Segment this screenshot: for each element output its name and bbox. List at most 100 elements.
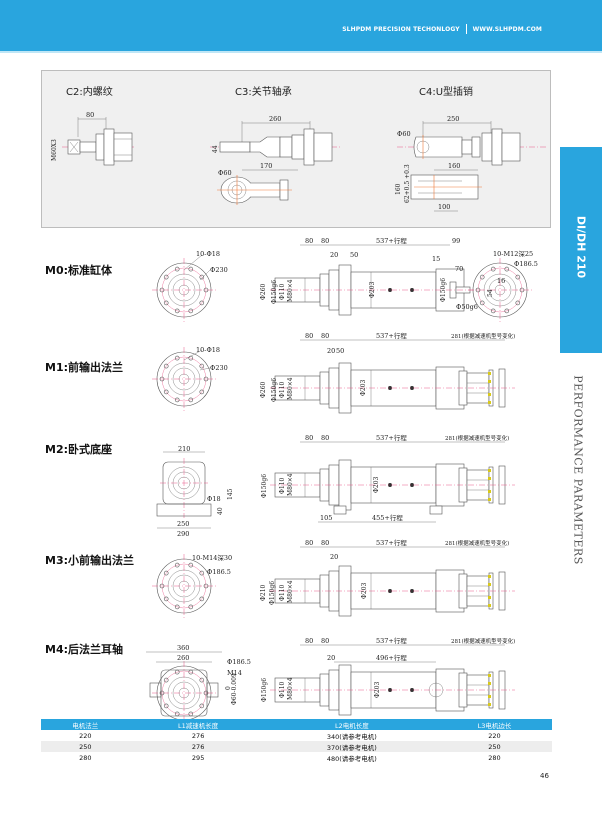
c4-hole-dim: Φ60 <box>397 130 411 138</box>
m0-rear-holes-dim: 10-M12深25 <box>493 249 533 258</box>
page-header: SLHPDM PRECISION TECHONLOGY WWW.SLHPDM.C… <box>0 0 602 53</box>
table-cell: 480(请参考电机) <box>326 754 377 763</box>
m4-dim-80b: 80 <box>321 637 329 645</box>
m4-stroke-dim: 537+行程 <box>376 636 407 645</box>
m1-tube-dim: Φ203 <box>360 379 367 396</box>
col-l1-reducer-length: L1减速机长度 <box>129 719 267 730</box>
mounting-m0-label: M0:标准缸体 <box>45 264 112 277</box>
col-l2-motor-length: L2电机长度 <box>266 719 437 730</box>
m3-motor-dim: 281(根据减速机型号变化) <box>445 539 509 547</box>
m3-fit-dim: Φ150g6 <box>269 581 276 605</box>
m2-rod-dim: Φ110 <box>279 477 286 494</box>
m2-dim-80a: 80 <box>305 434 313 442</box>
m0-rear-pcd-dim: Φ186.5 <box>514 260 538 268</box>
m4-thread-dim: M14 <box>227 669 242 677</box>
connector-c4-drawing: 250 Φ60 160 160 62+0.5 +0.3 100 <box>395 115 548 212</box>
m0-thread-dim: M80×4 <box>287 279 294 302</box>
m1-side-view: 80 80 537+行程 281(根据减速机型号变化) 20 50 Φ260 Φ… <box>260 331 515 414</box>
m1-thread-dim: M80×4 <box>287 377 294 400</box>
m3-side-view: 80 80 537+行程 281(根据减速机型号变化) 20 Φ210 Φ150… <box>260 538 515 617</box>
table-cell: 276 <box>191 731 205 740</box>
m4-dim-20: 20 <box>327 654 335 662</box>
m3-od-dim: Φ210 <box>260 584 267 601</box>
model-name: DI/DH 210 <box>574 215 588 279</box>
m2-side-view: 80 80 537+行程 281(根据减速机型号变化) Φ150g6 Φ110 … <box>261 433 515 523</box>
connector-c3-title: C3:关节轴承 <box>235 87 292 98</box>
header-divider <box>465 24 467 34</box>
m1-pcd-dim: Φ230 <box>210 364 228 372</box>
m1-rod-dim: Φ110 <box>279 381 286 398</box>
connector-c2-drawing: 80 M60X3 <box>51 111 134 166</box>
m0-tail-dim: 99 <box>452 237 460 245</box>
m2-w1-dim: 250 <box>177 520 189 528</box>
c4-length-dim: 250 <box>447 115 459 123</box>
table-header-row: 电机法兰 L1减速机长度 L2电机长度 L3电机边长 <box>41 719 552 730</box>
section-title: PERFORMANCE PARAMETERS <box>571 375 585 565</box>
table-row: 250 276 370(请参考电机) 250 <box>41 741 552 752</box>
c3-length-dim: 260 <box>269 115 281 123</box>
m3-thread-dim: M80×4 <box>287 580 294 603</box>
m1-motor-dim: 281(根据减速机型号变化) <box>451 332 515 340</box>
company-name: SLHPDM PRECISION TECHONLOGY <box>342 25 460 33</box>
motor-dimensions-table: 电机法兰 L1减速机长度 L2电机长度 L3电机边长 220 276 340(请… <box>41 719 552 763</box>
m2-thread-dim: M80×4 <box>287 473 294 496</box>
m2-end-view: 210 Φ18 145 40 250 290 <box>156 445 234 538</box>
m4-pcd-dim: Φ186.5 <box>227 658 251 666</box>
m4-rod-dim: Φ110 <box>279 681 286 698</box>
m3-pcd-dim: Φ186.5 <box>207 568 231 576</box>
m3-dim-80b: 80 <box>321 539 329 547</box>
c2-thread-dim: M60X3 <box>51 139 58 161</box>
header-text: SLHPDM PRECISION TECHONLOGY WWW.SLHPDM.C… <box>342 24 542 34</box>
m1-dim-50: 50 <box>336 347 344 355</box>
c3-hole-dim: Φ60 <box>218 169 232 177</box>
m3-holes-dim: 10-M14深30 <box>192 553 232 562</box>
m2-base-dim: 40 <box>217 507 224 515</box>
m4-dim-80a: 80 <box>305 637 313 645</box>
c4-slot-dim: 62+0.5 +0.3 <box>404 164 411 203</box>
m0-key-dim: 16 <box>497 277 505 285</box>
m4-trunnion-dim: 496+行程 <box>376 653 407 662</box>
m1-dim-80a: 80 <box>305 332 313 340</box>
m0-pcd-dim: Φ230 <box>210 266 228 274</box>
m4-pin-dim: Φ60-0.009 <box>231 673 238 705</box>
m2-stroke-dim: 537+行程 <box>376 433 407 442</box>
page-number: 46 <box>540 772 549 780</box>
connector-drawings: 80 M60X3 260 44 170 <box>51 111 548 212</box>
table-cell: 220 <box>79 731 92 740</box>
mounting-m1-label: M1:前输出法兰 <box>45 361 123 374</box>
m4-pin-tol: 0 <box>225 686 232 690</box>
connector-c3-drawing: 260 44 170 Φ60 <box>210 115 342 205</box>
table-cell: 220 <box>488 731 501 740</box>
m0-stroke-dim: 537+行程 <box>376 236 407 245</box>
m2-height-dim: 145 <box>227 488 234 500</box>
c2-length-dim: 80 <box>86 111 94 119</box>
m3-dim-80a: 80 <box>305 539 313 547</box>
m1-od-dim: Φ260 <box>260 381 267 398</box>
m0-dim-80b: 80 <box>321 237 329 245</box>
mounting-m4-label: M4:后法兰耳轴 <box>45 643 123 656</box>
m2-w2-dim: 290 <box>177 530 189 538</box>
table-cell: 370(请参考电机) <box>266 741 437 752</box>
mounting-m2-label: M2:卧式底座 <box>45 443 112 456</box>
c4-depth-dim: 100 <box>438 203 450 211</box>
m0-od-dim: Φ260 <box>260 283 267 300</box>
connector-c4-title: C4:U型插销 <box>419 87 474 98</box>
m0-dim-50: 50 <box>350 251 358 259</box>
m4-side-view: 80 80 537+行程 281(根据减速机型号变化) 20 496+行程 Φ1… <box>261 636 515 716</box>
m1-holes-dim: 10-Φ18 <box>196 346 220 354</box>
m2-hole-dim: Φ18 <box>207 495 221 503</box>
m4-motor-dim: 281(根据减速机型号变化) <box>451 637 515 645</box>
mounting-m3-label: M3:小前输出法兰 <box>45 554 134 567</box>
m0-shaft-dim: Φ50g6 <box>456 303 478 311</box>
m0-rear-view: 10-M12深25 Φ186.5 16 54 <box>467 249 538 323</box>
m3-end-view: 10-M14深30 Φ186.5 <box>151 553 232 619</box>
table-cell: 280 <box>79 753 92 762</box>
m3-dim-20: 20 <box>330 553 338 561</box>
website-link[interactable]: WWW.SLHPDM.COM <box>472 25 542 33</box>
table-cell: 250 <box>436 741 552 752</box>
m1-end-view: 10-Φ18 Φ230 <box>151 346 228 412</box>
c4-clevis-dim: 160 <box>448 162 460 170</box>
m0-dim-70: 70 <box>455 265 463 273</box>
col-motor-flange: 电机法兰 <box>41 719 130 730</box>
m2-dim-80b: 80 <box>321 434 329 442</box>
